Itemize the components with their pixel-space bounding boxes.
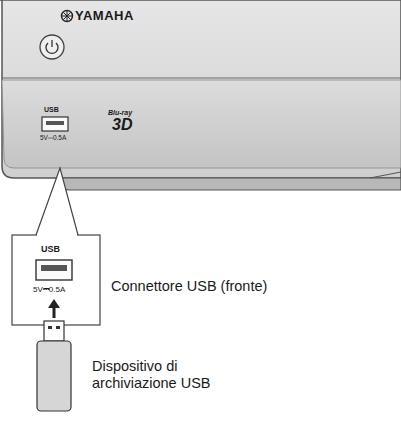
port-label: USB <box>44 106 59 114</box>
player-body <box>0 0 401 178</box>
brand-name: YAMAHA <box>75 9 134 24</box>
callout-join <box>37 234 77 236</box>
port-label: USB <box>41 244 60 254</box>
power-button <box>40 35 64 59</box>
callout-box <box>12 235 100 325</box>
port-rating: 5V⎓0.5A <box>40 134 66 141</box>
port-rating: 5V⎓0.5A <box>33 285 65 294</box>
logo-text: Blu-ray <box>108 109 132 117</box>
lower-panel <box>2 80 401 168</box>
panel-line <box>2 77 401 78</box>
insert-arrow <box>48 299 60 318</box>
player-base <box>60 178 401 190</box>
edge-line <box>370 172 401 178</box>
logo-text: 3D <box>112 116 132 134</box>
part-label: Dispositivo di archiviazione USB <box>92 358 227 391</box>
part-label: Connettore USB (fronte) <box>111 278 267 295</box>
callout-pointer <box>36 168 78 235</box>
usb-stick <box>37 321 71 411</box>
yamaha-logo-mark <box>62 11 73 22</box>
usb-port <box>42 117 68 131</box>
usb-port-enlarged <box>36 260 72 280</box>
